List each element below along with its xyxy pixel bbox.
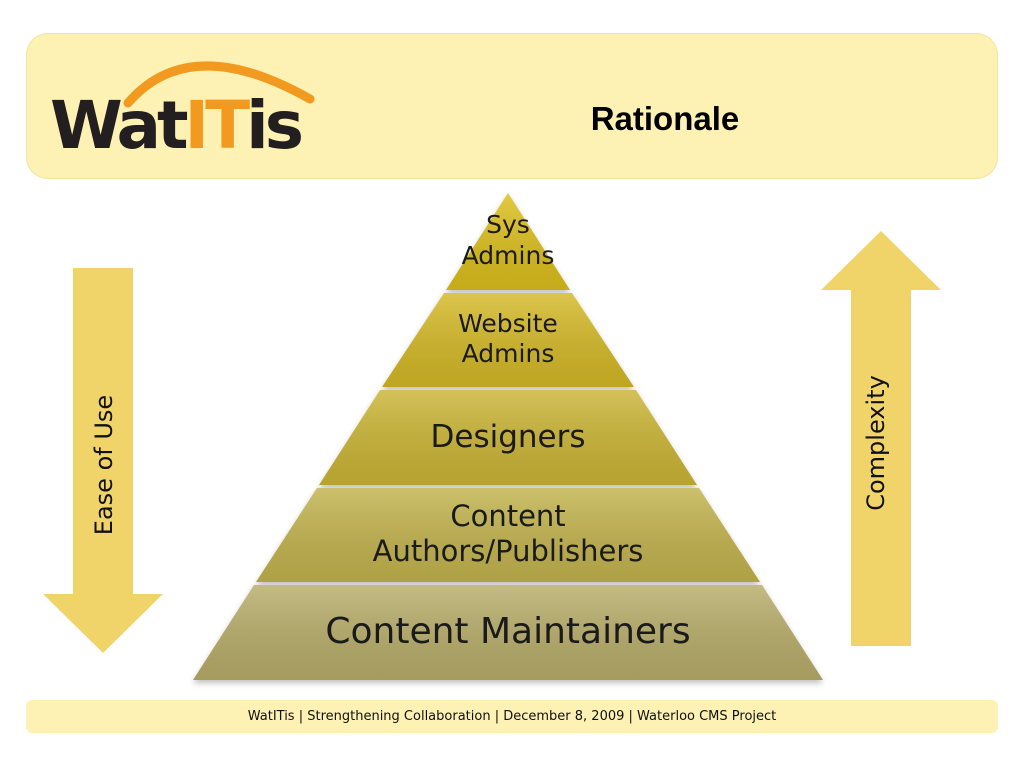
down-arrow-icon [43,268,163,653]
ease-of-use-label: Ease of Use [90,395,118,535]
footer-bar: WatITis | Strengthening Collaboration | … [26,700,998,733]
pyramid-diagram: Ease of Use Complexity Sys Admins Websit… [43,193,941,680]
tier-5-label: Content Maintainers [325,611,690,652]
tier-1-label-line-2: Admins [462,241,555,270]
logo-text-is: is [246,87,304,164]
complexity-arrow: Complexity [821,231,941,646]
tier-2-label-line-2: Admins [462,339,555,368]
watitis-logo: WatITis [48,35,338,175]
tier-1-label-line-1: Sys [486,210,530,239]
footer-text: WatITis | Strengthening Collaboration | … [247,709,777,724]
logo-arc-icon [123,61,315,108]
tier-2-label-line-1: Website [458,309,558,338]
tier-3-label: Designers [431,419,586,455]
complexity-label: Complexity [862,375,890,511]
slide-title: Rationale [590,100,740,137]
ease-of-use-arrow: Ease of Use [43,268,163,653]
tier-4-label-line-2: Authors/Publishers [373,534,644,568]
logo-text-wat: Wat [50,87,189,164]
logo-wordmark: WatITis [50,93,304,159]
header-banner: WatITis [26,33,998,179]
logo-text-it: IT [184,87,251,164]
up-arrow-icon [821,231,941,646]
tier-4-label-line-1: Content [450,499,565,533]
